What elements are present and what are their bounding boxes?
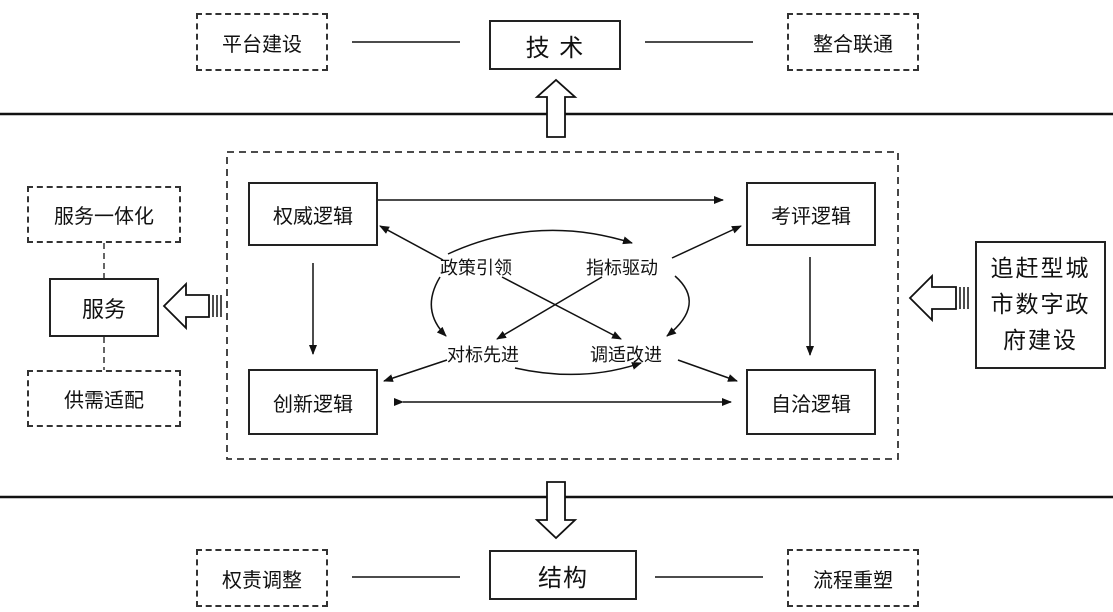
service-box: 服务 — [49, 278, 159, 337]
adjust-to-autonomy — [677, 359, 738, 382]
curve-policy-to-indicator — [447, 229, 633, 255]
left-hollow-arrow — [162, 281, 210, 331]
policy-guidance-label: 政策引领 — [440, 258, 512, 279]
cross-to-benchmark — [496, 276, 603, 340]
authority-logic-label: 权威逻辑 — [273, 203, 353, 228]
driver-line-1: 追赶型城 — [990, 256, 1091, 282]
integration-label: 整合联通 — [813, 31, 893, 56]
policy-to-authority — [379, 225, 444, 261]
down-hollow-arrow — [534, 481, 578, 540]
process-reshape-box: 流程重塑 — [787, 549, 919, 607]
authority-logic-box: 权威逻辑 — [248, 182, 378, 246]
logic-frame — [226, 151, 899, 460]
structure-box: 结构 — [489, 550, 637, 600]
up-hollow-arrow — [534, 78, 578, 138]
platform-building-box: 平台建设 — [196, 13, 328, 71]
catch-up-city-digital-government-box: 追赶型城 市数字政 府建设 — [975, 241, 1106, 369]
evaluation-logic-label: 考评逻辑 — [771, 203, 851, 228]
driver-hollow-arrow — [908, 273, 957, 323]
curve-benchmark-to-adjust — [514, 362, 642, 376]
responsibility-adjust-box: 权责调整 — [196, 549, 328, 607]
innovation-logic-label: 创新逻辑 — [273, 391, 353, 416]
cross-to-adjust — [501, 276, 622, 340]
responsibility-adjust-label: 权责调整 — [222, 567, 302, 592]
indicator-to-evaluation — [671, 225, 742, 259]
integration-box: 整合联通 — [787, 13, 919, 71]
structure-label: 结构 — [538, 563, 588, 592]
benchmark-to-innovation — [383, 359, 448, 382]
platform-building-label: 平台建设 — [222, 31, 302, 56]
autonomy-logic-label: 自洽逻辑 — [771, 391, 851, 416]
curve-policy-to-benchmark — [430, 276, 447, 337]
driver-line-3: 府建设 — [1003, 328, 1078, 354]
benchmark-advanced-label: 对标先进 — [447, 345, 519, 366]
supply-demand-box: 供需适配 — [27, 370, 181, 427]
service-integration-box: 服务一体化 — [27, 186, 181, 243]
process-reshape-label: 流程重塑 — [813, 567, 893, 592]
adjust-improve-label: 调适改进 — [590, 345, 662, 366]
driver-line-2: 市数字政 — [990, 292, 1091, 318]
service-integration-label: 服务一体化 — [54, 204, 154, 228]
technology-label: 技 术 — [525, 33, 585, 62]
supply-demand-label: 供需适配 — [64, 388, 144, 412]
evaluation-logic-box: 考评逻辑 — [746, 182, 876, 246]
service-label: 服务 — [81, 297, 126, 323]
curve-indicator-to-adjust — [666, 275, 690, 337]
innovation-logic-box: 创新逻辑 — [248, 369, 378, 435]
autonomy-logic-box: 自洽逻辑 — [746, 369, 876, 435]
indicator-driven-label: 指标驱动 — [586, 258, 658, 279]
technology-box: 技 术 — [489, 20, 621, 70]
